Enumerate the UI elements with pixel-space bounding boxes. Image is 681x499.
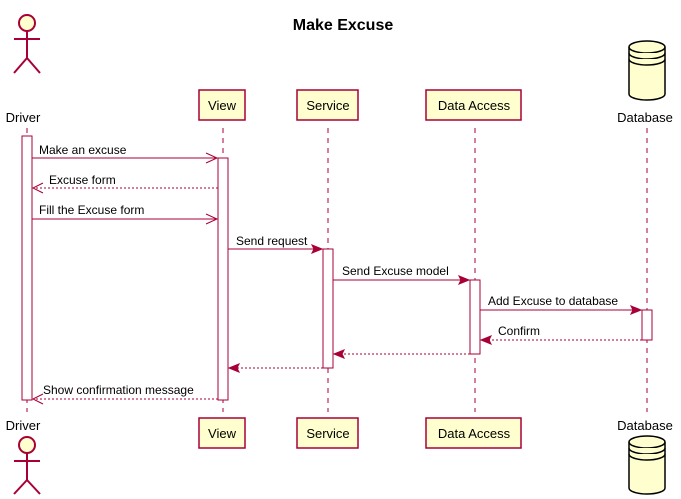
message-label: Make an excuse bbox=[39, 143, 127, 157]
arrow-head-icon bbox=[629, 305, 643, 315]
message-return-to-service bbox=[332, 349, 470, 359]
arrow-head-icon bbox=[479, 335, 493, 345]
activations bbox=[21, 135, 653, 401]
arrow-head-icon bbox=[205, 152, 219, 164]
participant-data-access-top: Data Access bbox=[425, 89, 522, 121]
participants-bottom: Driver View Service Data Access Database bbox=[6, 417, 673, 495]
participants-top: Driver View Service Data Access Database bbox=[6, 14, 673, 125]
message-label: Send Excuse model bbox=[342, 264, 449, 278]
arrow-head-icon bbox=[332, 349, 346, 359]
participant-label-service: Service bbox=[306, 426, 349, 441]
message-label: Send request bbox=[236, 234, 308, 248]
participant-label-data-access: Data Access bbox=[438, 98, 511, 113]
message-fill-the-excuse-form: Fill the Excuse form bbox=[32, 203, 219, 225]
participant-label-view: View bbox=[208, 98, 237, 113]
arrow-head-icon bbox=[457, 275, 471, 285]
database-bottom: Database bbox=[617, 418, 673, 495]
message-make-an-excuse: Make an excuse bbox=[32, 143, 219, 164]
diagram-title: Make Excuse bbox=[293, 17, 394, 34]
activation-view bbox=[217, 157, 229, 401]
message-label: Fill the Excuse form bbox=[39, 203, 144, 217]
arrow-head-icon bbox=[205, 213, 219, 225]
message-label: Excuse form bbox=[49, 173, 116, 187]
actor-driver-top: Driver bbox=[6, 14, 41, 125]
participant-label-driver: Driver bbox=[6, 418, 41, 433]
lifelines bbox=[26, 128, 648, 412]
participant-service-top: Service bbox=[296, 89, 359, 121]
database-icon bbox=[628, 40, 666, 101]
arrow-head-icon bbox=[310, 244, 324, 254]
message-add-excuse-to-database: Add Excuse to database bbox=[480, 294, 643, 315]
actor-icon bbox=[13, 436, 41, 495]
database-top: Database bbox=[617, 40, 673, 125]
arrow-head-icon bbox=[227, 363, 241, 373]
participant-data-access-bottom: Data Access bbox=[425, 417, 522, 449]
message-label: Add Excuse to database bbox=[488, 294, 618, 308]
messages: Make an excuse Excuse form Fill the Excu… bbox=[31, 143, 643, 405]
participant-label-data-access: Data Access bbox=[438, 426, 511, 441]
message-label: Confirm bbox=[498, 324, 540, 338]
participant-service-bottom: Service bbox=[296, 417, 359, 449]
arrow-head-icon bbox=[31, 182, 44, 194]
participant-label-database: Database bbox=[617, 110, 673, 125]
participant-label-database: Database bbox=[617, 418, 673, 433]
message-excuse-form: Excuse form bbox=[31, 173, 218, 194]
message-confirm: Confirm bbox=[479, 324, 642, 345]
message-show-confirmation-message: Show confirmation message bbox=[31, 383, 218, 405]
database-icon bbox=[628, 435, 666, 495]
activation-driver bbox=[21, 135, 33, 401]
activation-data-access bbox=[469, 279, 481, 355]
activation-database bbox=[641, 309, 653, 341]
message-label: Show confirmation message bbox=[43, 383, 194, 397]
activation-service bbox=[322, 248, 334, 369]
participant-label-driver: Driver bbox=[6, 110, 41, 125]
participant-label-service: Service bbox=[306, 98, 349, 113]
actor-driver-bottom: Driver bbox=[6, 418, 41, 495]
arrow-head-icon bbox=[31, 393, 44, 405]
message-send-request: Send request bbox=[228, 234, 324, 254]
actor-icon bbox=[13, 14, 41, 74]
participant-view-bottom: View bbox=[198, 417, 246, 449]
participant-view-top: View bbox=[198, 89, 246, 121]
message-return-to-view bbox=[227, 363, 323, 373]
message-send-excuse-model: Send Excuse model bbox=[333, 264, 471, 285]
participant-label-view: View bbox=[208, 426, 237, 441]
